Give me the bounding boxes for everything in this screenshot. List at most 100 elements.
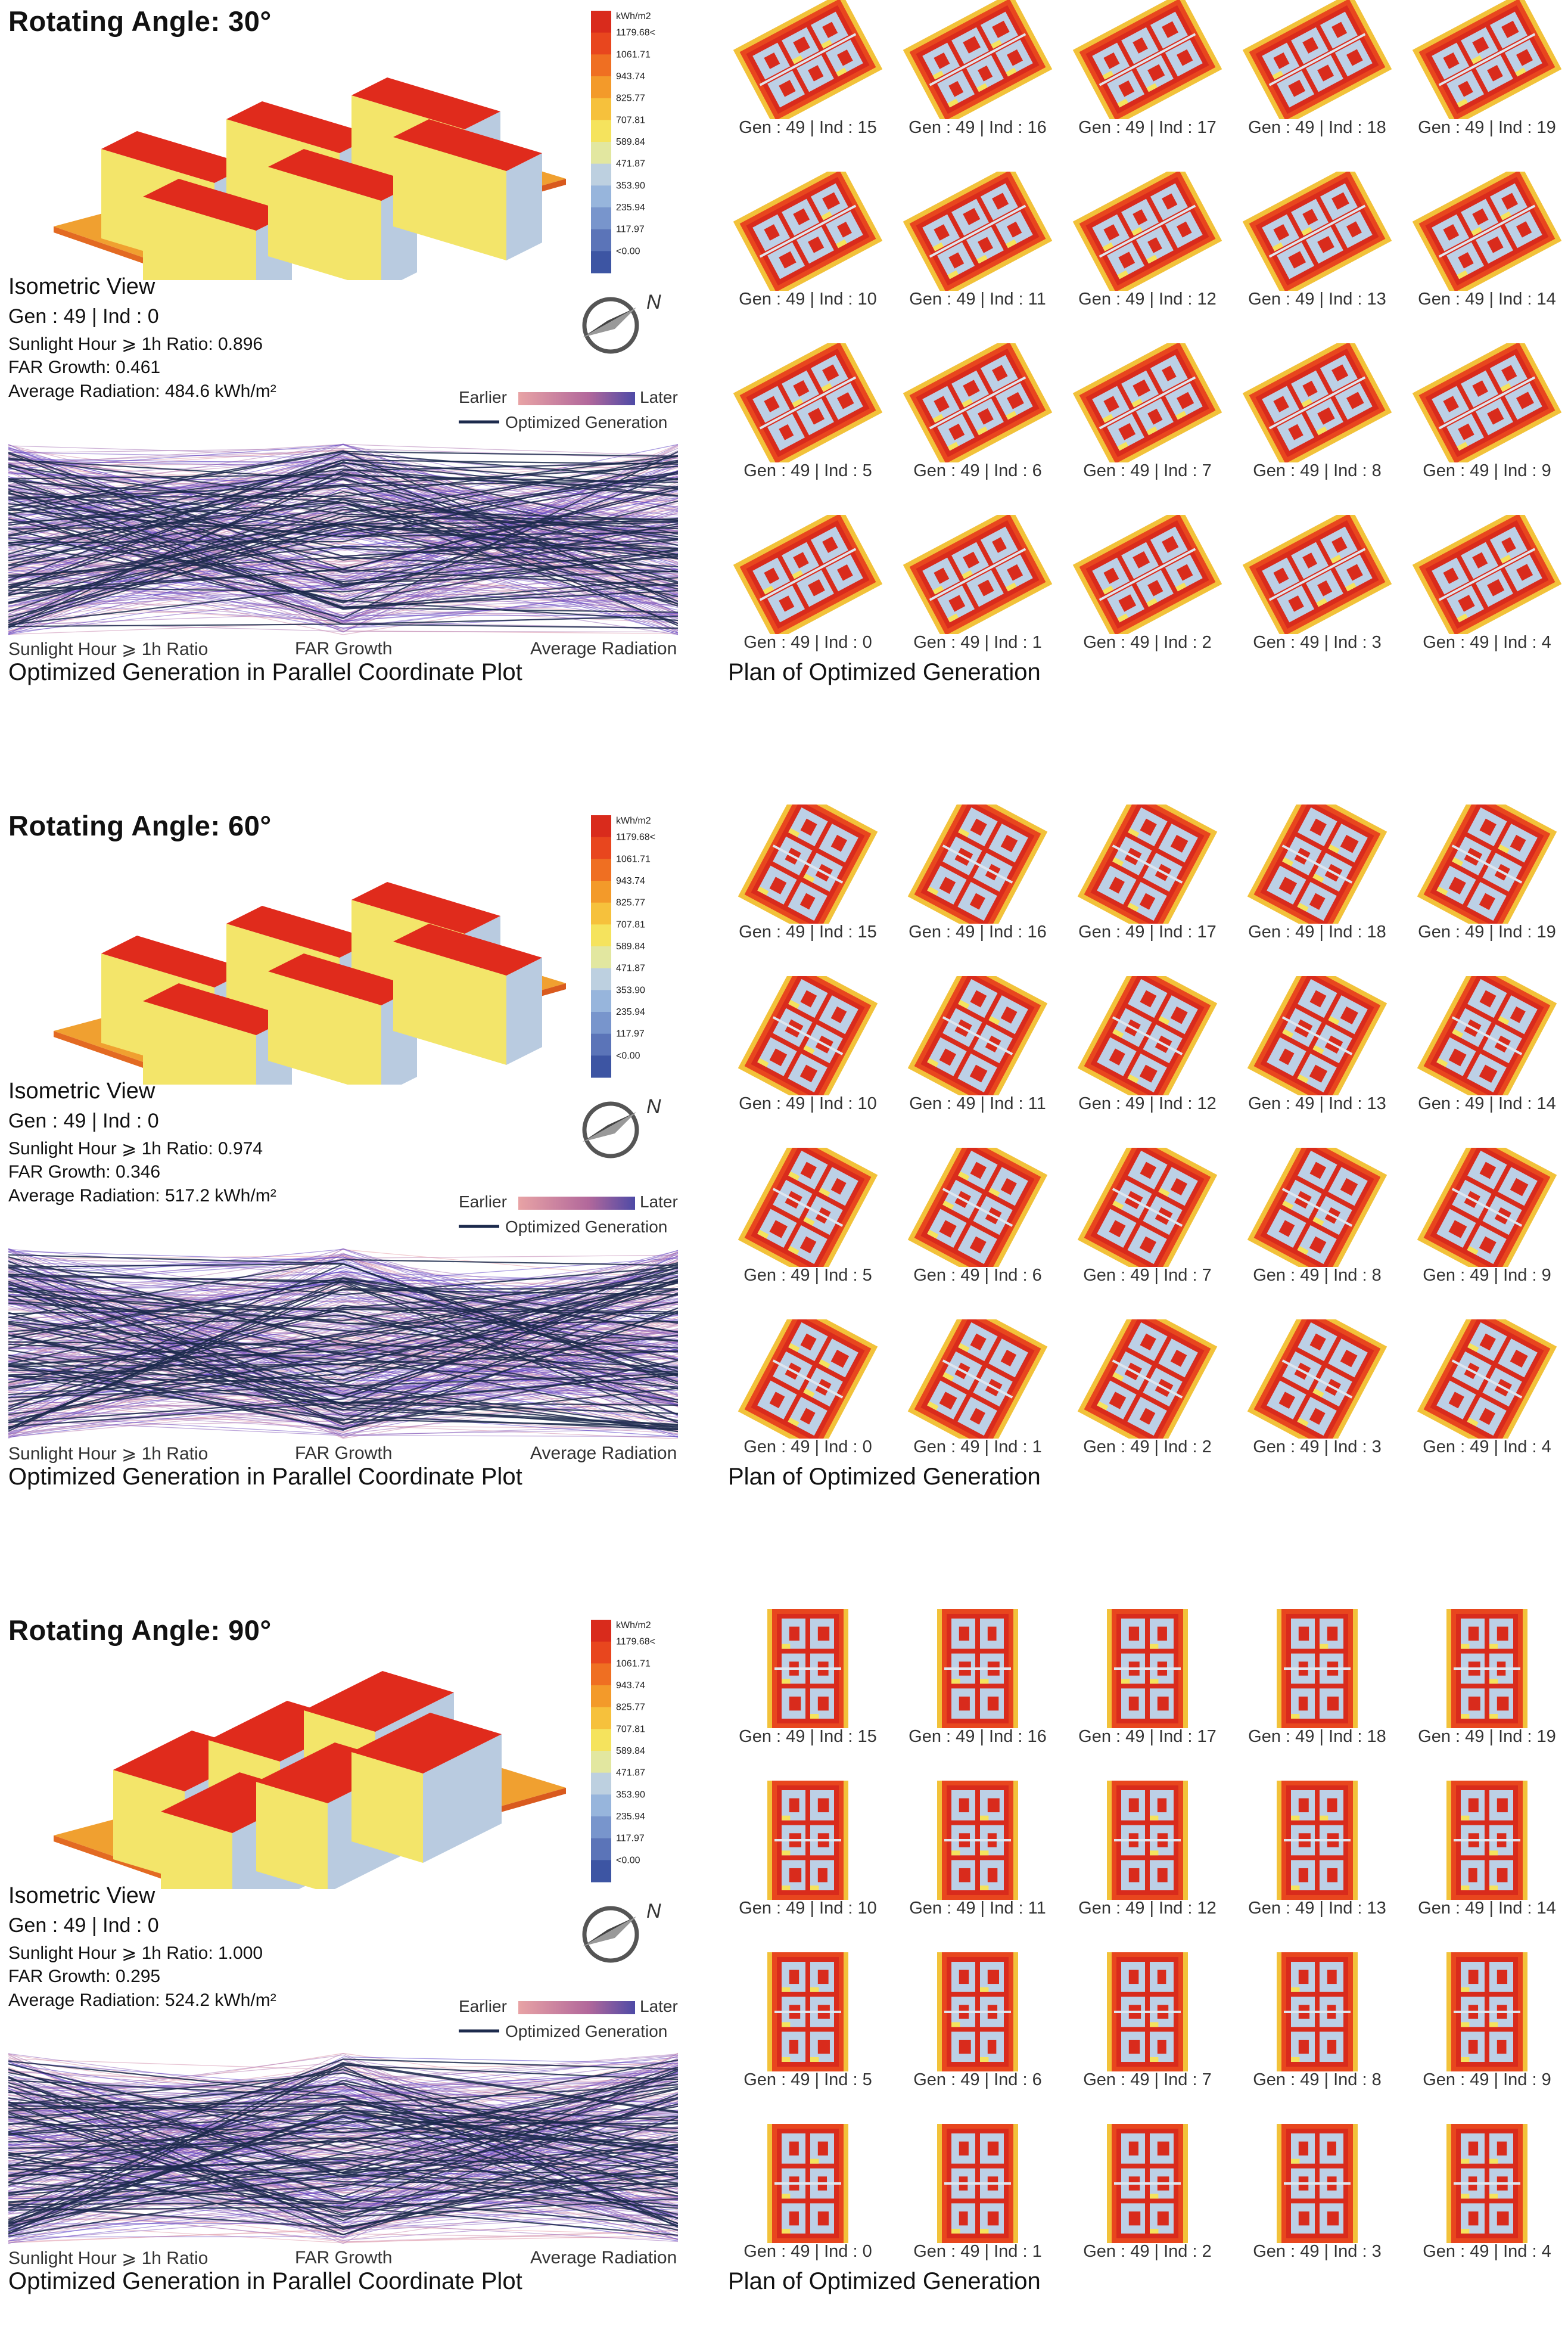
plan-cell[interactable]: Gen : 49 | Ind : 11 <box>894 1781 1062 1952</box>
plan-cell[interactable]: Gen : 49 | Ind : 13 <box>1233 976 1401 1148</box>
colorbar-unit: kWh/m2 <box>616 1620 651 1630</box>
plan-cell[interactable]: Gen : 49 | Ind : 9 <box>1403 1148 1568 1319</box>
plan-cell[interactable]: Gen : 49 | Ind : 12 <box>1063 1781 1231 1952</box>
colorbar-tick: 471.87 <box>616 964 645 974</box>
plan-cell[interactable]: Gen : 49 | Ind : 4 <box>1403 515 1568 687</box>
plan-cell[interactable]: Gen : 49 | Ind : 6 <box>894 1148 1062 1319</box>
plan-cell[interactable]: Gen : 49 | Ind : 17 <box>1063 1609 1231 1781</box>
plan-cell[interactable]: Gen : 49 | Ind : 18 <box>1233 805 1401 976</box>
plan-cell[interactable]: Gen : 49 | Ind : 13 <box>1233 172 1401 343</box>
plan-thumbnail <box>1417 976 1557 1095</box>
plan-cell[interactable]: Gen : 49 | Ind : 4 <box>1403 1319 1568 1491</box>
plan-cell[interactable]: Gen : 49 | Ind : 2 <box>1063 1319 1231 1491</box>
plan-cell[interactable]: Gen : 49 | Ind : 2 <box>1063 2124 1231 2296</box>
plan-cell[interactable]: Gen : 49 | Ind : 19 <box>1403 805 1568 976</box>
plan-cell[interactable]: Gen : 49 | Ind : 7 <box>1063 1952 1231 2124</box>
plan-cell[interactable]: Gen : 49 | Ind : 4 <box>1403 2124 1568 2296</box>
plan-cell[interactable]: Gen : 49 | Ind : 6 <box>894 343 1062 515</box>
plan-cell[interactable]: Gen : 49 | Ind : 13 <box>1233 1781 1401 1952</box>
legend-optimized: Optimized Generation <box>505 1217 667 1236</box>
plan-cell[interactable]: Gen : 49 | Ind : 12 <box>1063 976 1231 1148</box>
plan-thumbnail <box>907 1148 1048 1267</box>
plan-cell[interactable]: Gen : 49 | Ind : 12 <box>1063 172 1231 343</box>
plan-cell-label: Gen : 49 | Ind : 6 <box>913 2070 1042 2089</box>
plan-cell[interactable]: Gen : 49 | Ind : 8 <box>1233 1952 1401 2124</box>
plan-cell[interactable]: Gen : 49 | Ind : 17 <box>1063 0 1231 172</box>
plan-cell-label: Gen : 49 | Ind : 0 <box>743 1437 872 1456</box>
plan-cell[interactable]: Gen : 49 | Ind : 10 <box>724 172 892 343</box>
plan-cell[interactable]: Gen : 49 | Ind : 9 <box>1403 1952 1568 2124</box>
plan-cell[interactable]: Gen : 49 | Ind : 14 <box>1403 172 1568 343</box>
plan-cell[interactable]: Gen : 49 | Ind : 5 <box>724 1952 892 2124</box>
plan-thumbnail <box>1417 1148 1557 1267</box>
plan-cell-label: Gen : 49 | Ind : 1 <box>913 1437 1042 1456</box>
colorbar-tick: 471.87 <box>616 159 645 169</box>
plan-cell[interactable]: Gen : 49 | Ind : 8 <box>1233 343 1401 515</box>
plan-cell[interactable]: Gen : 49 | Ind : 1 <box>894 515 1062 687</box>
plan-cell[interactable]: Gen : 49 | Ind : 3 <box>1233 2124 1401 2296</box>
plan-cell[interactable]: Gen : 49 | Ind : 5 <box>724 1148 892 1319</box>
plan-cell[interactable]: Gen : 49 | Ind : 0 <box>724 515 892 687</box>
plan-cell[interactable]: Gen : 49 | Ind : 0 <box>724 2124 892 2296</box>
plan-cell[interactable]: Gen : 49 | Ind : 14 <box>1403 976 1568 1148</box>
plan-cell[interactable]: Gen : 49 | Ind : 8 <box>1233 1148 1401 1319</box>
plan-cell[interactable]: Gen : 49 | Ind : 15 <box>724 0 892 172</box>
axis-label-sunlight: Sunlight Hour ⩾ 1h Ratio <box>8 1444 209 1464</box>
plan-cell[interactable]: Gen : 49 | Ind : 19 <box>1403 1609 1568 1781</box>
plan-cell[interactable]: Gen : 49 | Ind : 5 <box>724 343 892 515</box>
plan-cell[interactable]: Gen : 49 | Ind : 14 <box>1403 1781 1568 1952</box>
plan-cell[interactable]: Gen : 49 | Ind : 10 <box>724 1781 892 1952</box>
legend-optimized: Optimized Generation <box>505 413 667 431</box>
north-compass-icon: N <box>582 291 661 354</box>
plan-cell[interactable]: Gen : 49 | Ind : 11 <box>894 976 1062 1148</box>
colorbar-tick: 1061.71 <box>616 854 651 864</box>
plan-cell[interactable]: Gen : 49 | Ind : 18 <box>1233 0 1401 172</box>
plan-cell[interactable]: Gen : 49 | Ind : 16 <box>894 1609 1062 1781</box>
plan-cell[interactable]: Gen : 49 | Ind : 0 <box>724 1319 892 1491</box>
colorbar-tick: 1061.71 <box>616 49 651 60</box>
colorbar-tick: 1179.68< <box>616 1637 655 1647</box>
plan-thumbnail <box>1247 805 1387 924</box>
plan-cell-label: Gen : 49 | Ind : 2 <box>1083 1437 1212 1456</box>
plan-cell[interactable]: Gen : 49 | Ind : 3 <box>1233 1319 1401 1491</box>
plan-cell[interactable]: Gen : 49 | Ind : 7 <box>1063 1148 1231 1319</box>
plan-cell[interactable]: Gen : 49 | Ind : 16 <box>894 805 1062 976</box>
plan-cell-label: Gen : 49 | Ind : 13 <box>1248 1094 1386 1113</box>
plan-cell[interactable]: Gen : 49 | Ind : 11 <box>894 172 1062 343</box>
average-radiation-stat: Average Radiation: 484.6 kWh/m² <box>8 381 276 401</box>
legend-earlier: Earlier <box>459 388 507 406</box>
plan-cell[interactable]: Gen : 49 | Ind : 15 <box>724 805 892 976</box>
colorbar-tick: 353.90 <box>616 985 645 995</box>
plan-cell[interactable]: Gen : 49 | Ind : 3 <box>1233 515 1401 687</box>
plan-cell[interactable]: Gen : 49 | Ind : 15 <box>724 1609 892 1781</box>
legend-earlier: Earlier <box>459 1997 507 2015</box>
plan-thumbnail <box>1277 1609 1358 1728</box>
plan-cell[interactable]: Gen : 49 | Ind : 10 <box>724 976 892 1148</box>
plan-cell[interactable]: Gen : 49 | Ind : 7 <box>1063 343 1231 515</box>
plan-cell[interactable]: Gen : 49 | Ind : 17 <box>1063 805 1231 976</box>
plan-cell[interactable]: Gen : 49 | Ind : 1 <box>894 2124 1062 2296</box>
pcp-caption: Optimized Generation in Parallel Coordin… <box>8 2268 522 2294</box>
plan-cell-label: Gen : 49 | Ind : 11 <box>909 290 1046 309</box>
colorbar-tick: 825.77 <box>616 1703 645 1713</box>
legend-later: Later <box>640 388 678 406</box>
plan-cell[interactable]: Gen : 49 | Ind : 16 <box>894 0 1062 172</box>
plan-cell[interactable]: Gen : 49 | Ind : 6 <box>894 1952 1062 2124</box>
plan-cell[interactable]: Gen : 49 | Ind : 9 <box>1403 343 1568 515</box>
plan-thumbnail <box>907 976 1048 1095</box>
plan-thumbnail <box>767 2124 848 2243</box>
plan-cell-label: Gen : 49 | Ind : 7 <box>1083 2070 1212 2089</box>
colorbar-tick: 825.77 <box>616 898 645 908</box>
average-radiation-stat: Average Radiation: 524.2 kWh/m² <box>8 1990 276 2010</box>
plan-cell[interactable]: Gen : 49 | Ind : 1 <box>894 1319 1062 1491</box>
plan-cell-label: Gen : 49 | Ind : 3 <box>1253 1437 1382 1456</box>
plan-cell-label: Gen : 49 | Ind : 17 <box>1078 1727 1217 1746</box>
plan-cell[interactable]: Gen : 49 | Ind : 18 <box>1233 1609 1401 1781</box>
plan-cell[interactable]: Gen : 49 | Ind : 19 <box>1403 0 1568 172</box>
plan-thumbnail <box>1242 172 1392 291</box>
plan-cell[interactable]: Gen : 49 | Ind : 2 <box>1063 515 1231 687</box>
far-growth-stat: FAR Growth: 0.461 <box>8 358 161 377</box>
plan-cell-label: Gen : 49 | Ind : 5 <box>743 461 872 480</box>
